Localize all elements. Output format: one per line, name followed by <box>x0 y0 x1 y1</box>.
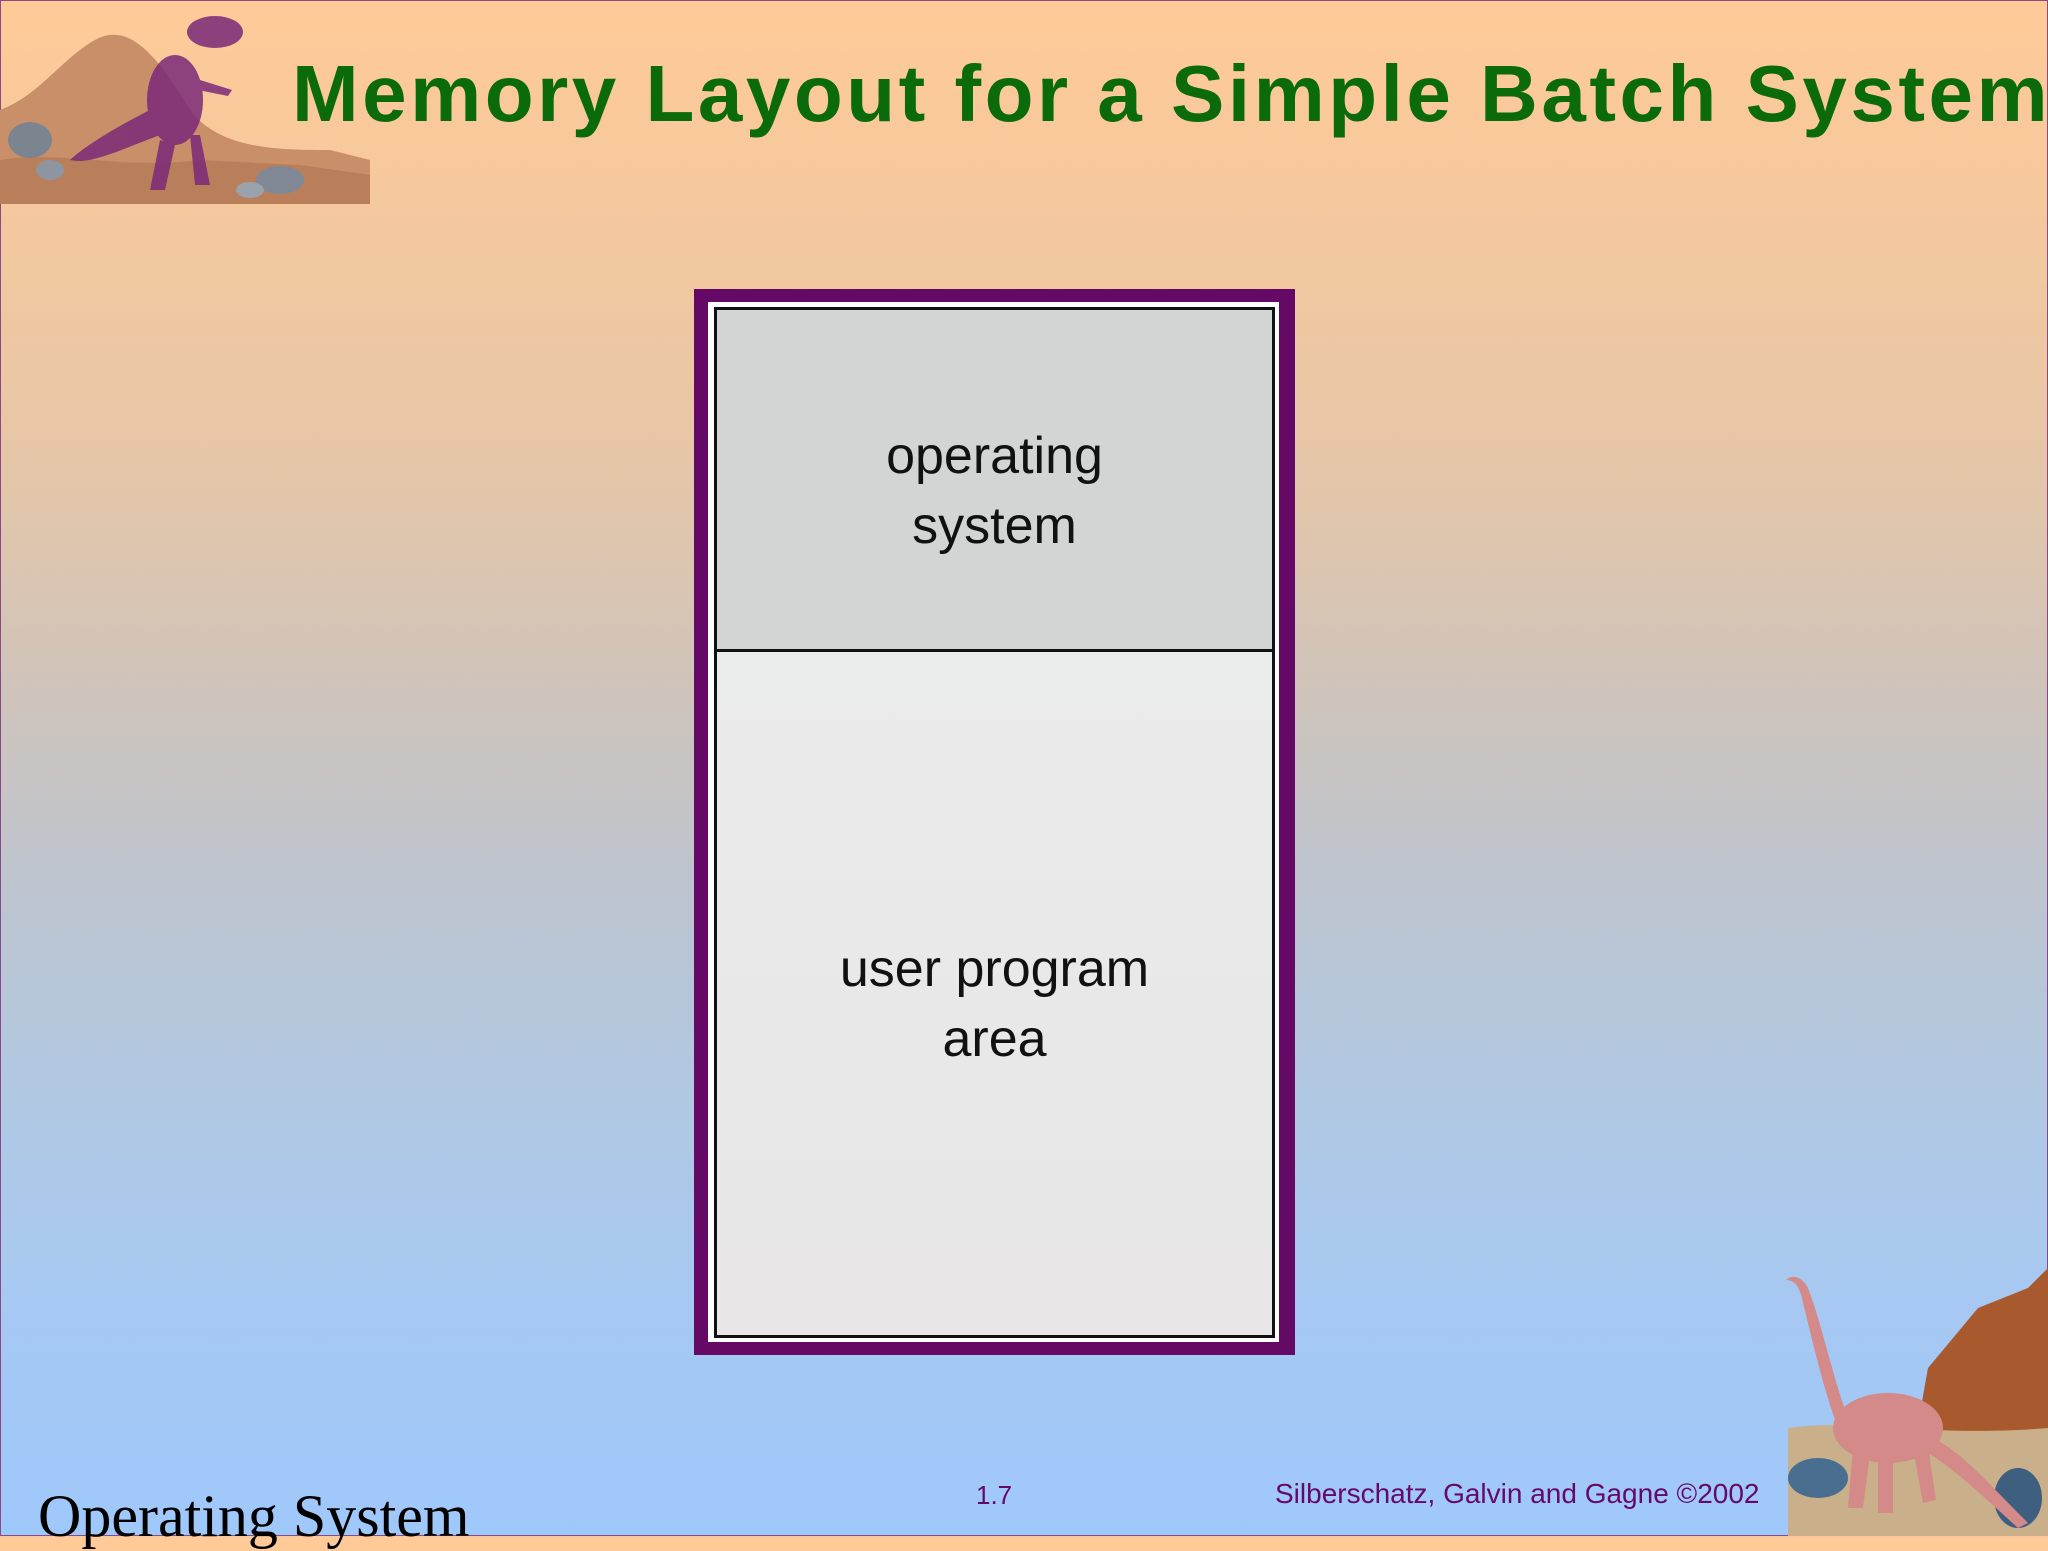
copyright-text: Silberschatz, Galvin and Gagne ©2002 <box>1275 1478 1760 1509</box>
memory-diagram-inner: operating system user program area <box>708 302 1279 1342</box>
trex-dinosaur-icon <box>0 16 370 205</box>
user-program-area-segment: user program area <box>717 652 1272 1335</box>
user-program-area-label: user program area <box>839 939 1150 1068</box>
memory-block: operating system user program area <box>714 307 1275 1338</box>
page-number: 1.7 <box>976 1480 1013 1510</box>
operating-system-label: operating system <box>886 426 1103 555</box>
memory-diagram: operating system user program area <box>694 289 1295 1355</box>
operating-system-segment: operating system <box>717 310 1272 652</box>
slide-title: Memory Layout for a Simple Batch System <box>292 49 2048 138</box>
footer-course-title: Operating System <box>38 1483 470 1549</box>
brontosaurus-dinosaur-icon <box>1786 1268 2048 1536</box>
